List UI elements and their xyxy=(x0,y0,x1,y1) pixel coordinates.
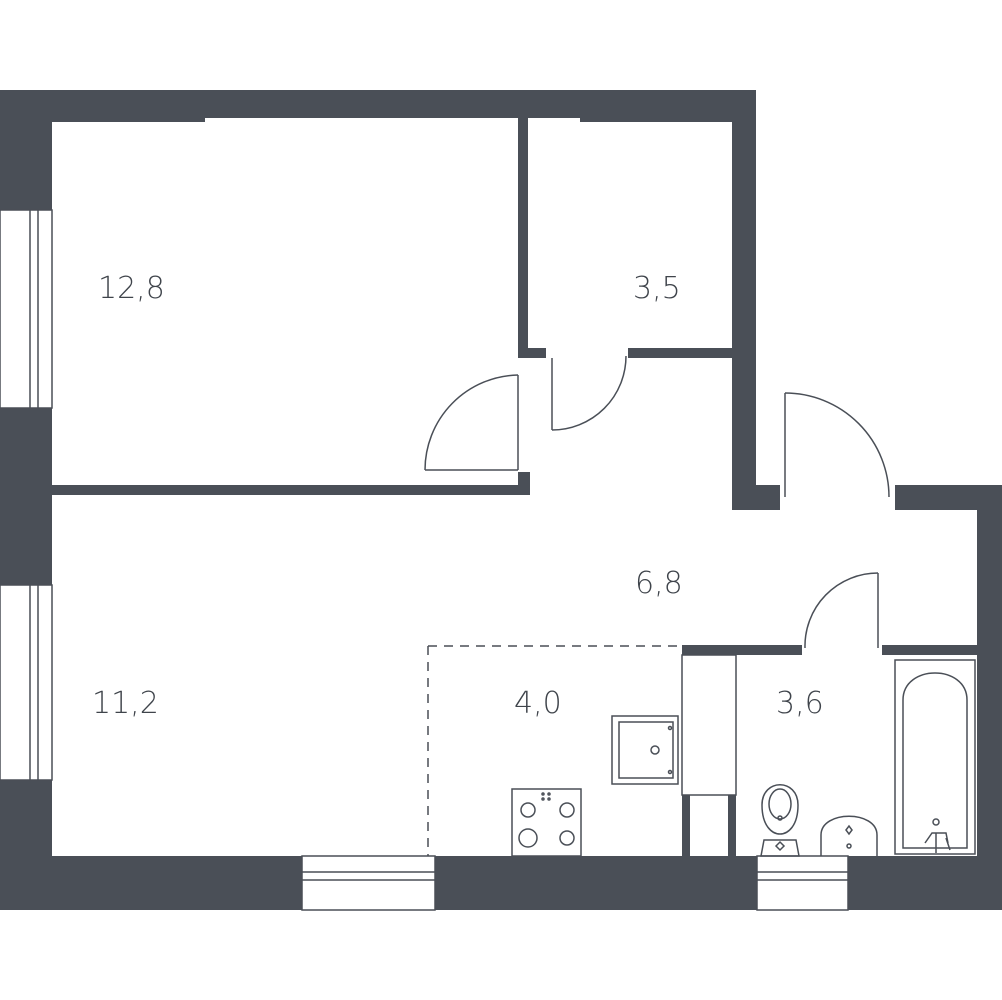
window-kitchen xyxy=(301,855,436,911)
exterior-walls xyxy=(0,90,1002,910)
interior-walls xyxy=(52,118,982,857)
room-area-living: 11,2 xyxy=(92,686,159,721)
windows xyxy=(0,209,849,911)
stove xyxy=(511,788,582,857)
room-area-hall: 6,8 xyxy=(635,566,683,601)
kitchen-sink xyxy=(611,715,679,785)
kitchen-zone-outline xyxy=(427,645,682,856)
bathroom-sink xyxy=(820,815,878,856)
door-storage xyxy=(551,355,627,431)
room-area-kitchen: 4,0 xyxy=(514,686,562,721)
door-bedroom xyxy=(424,374,519,471)
door-entrance xyxy=(784,392,890,498)
doors xyxy=(424,355,890,649)
window-bathroom xyxy=(756,855,849,911)
room-area-storage: 3,5 xyxy=(633,271,681,306)
window-bedroom xyxy=(0,209,53,409)
room-labels: 12,8 3,5 6,8 11,2 4,0 3,6 xyxy=(92,271,824,721)
window-living xyxy=(0,584,53,781)
bathtub xyxy=(894,659,976,855)
door-bathroom xyxy=(804,572,879,649)
room-area-bedroom: 12,8 xyxy=(98,271,165,306)
room-area-bathroom: 3,6 xyxy=(776,686,824,721)
toilet xyxy=(760,784,800,857)
